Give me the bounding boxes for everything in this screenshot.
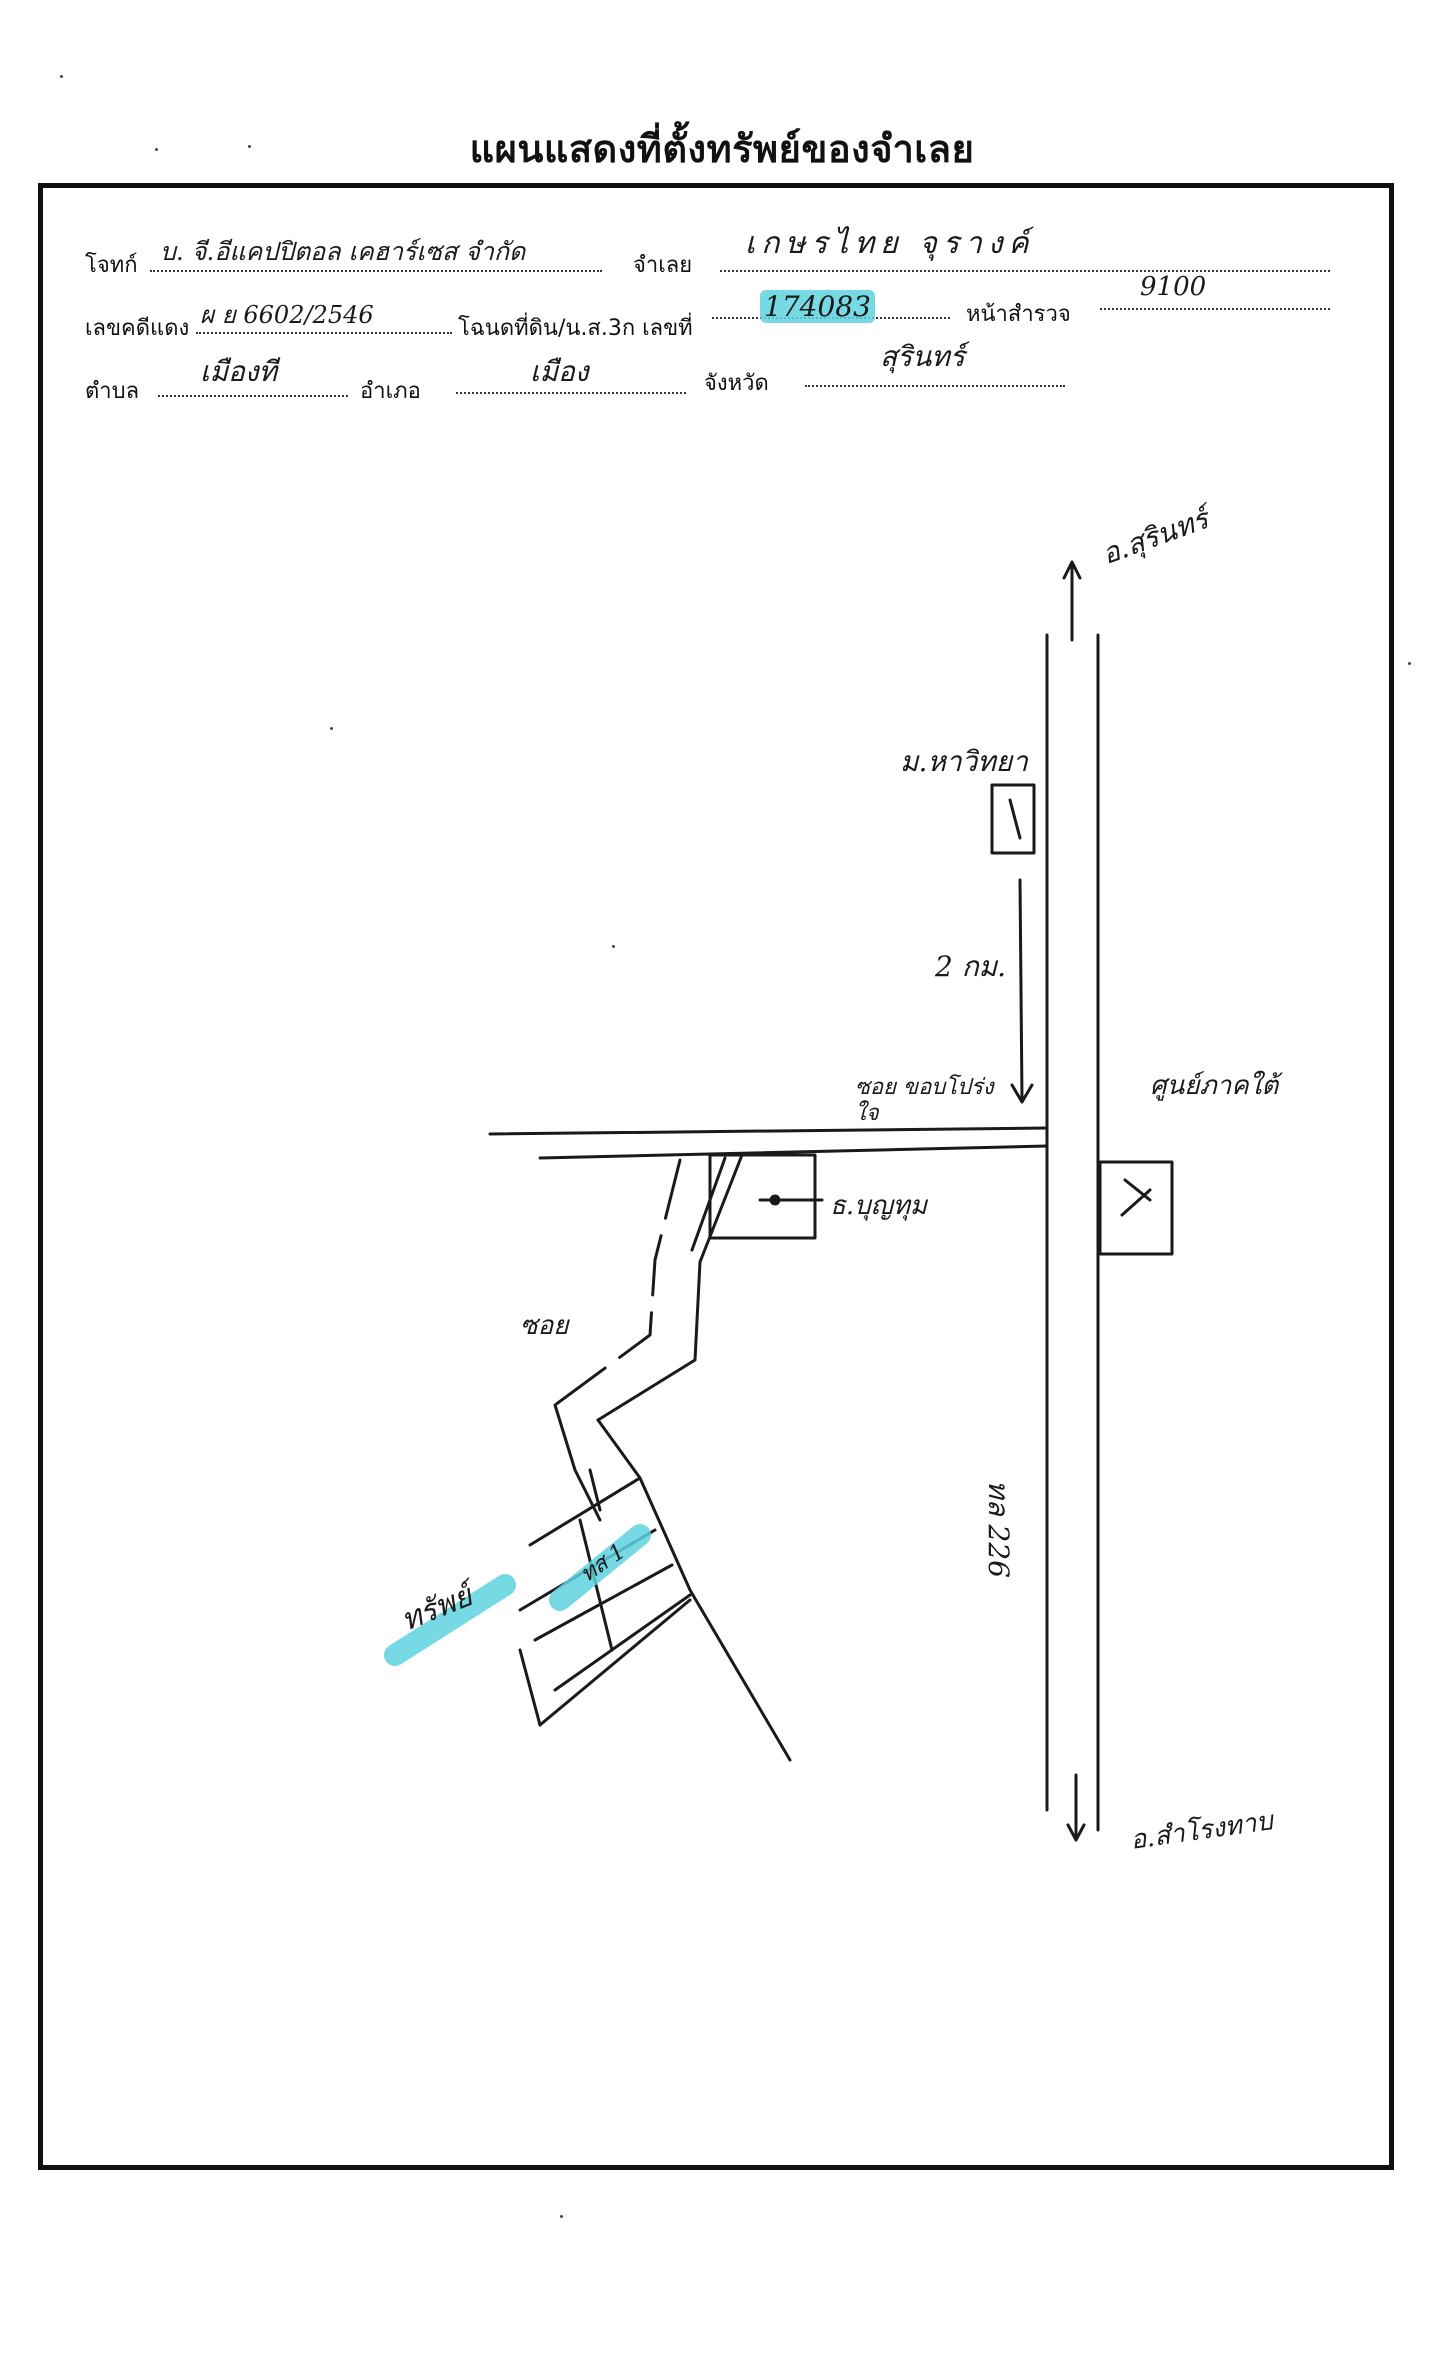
opposite-building-mark xyxy=(1120,1178,1152,1217)
case-no-value: ผ ย 6602/2546 xyxy=(200,301,374,329)
deed-value: 174083 xyxy=(760,290,875,323)
scan-speck xyxy=(248,145,251,148)
scan-speck xyxy=(330,727,333,730)
survey-label: หน้าสำรวจ xyxy=(966,302,1071,327)
opposite-label: ศูนย์ภาคใต้ xyxy=(1150,1071,1279,1101)
soi-right-line-a xyxy=(596,1153,744,1422)
plaintiff-value: บ. จี.อีแคปปิตอล เคฮาร์เซส จำกัด xyxy=(160,237,526,266)
asset-label-highlight xyxy=(384,1574,516,1666)
side-road-top-line xyxy=(488,1126,1049,1136)
survey-dots xyxy=(1100,308,1330,310)
province-dots xyxy=(805,385,1065,387)
page-title: แผนแสดงที่ตั้งทรัพย์ของจำเลย xyxy=(469,127,975,171)
plot-divider xyxy=(578,1518,614,1652)
district-dots xyxy=(456,392,686,394)
soi-label: ซอย xyxy=(520,1311,569,1341)
case-no-label: เลขคดีแดง xyxy=(85,316,190,341)
case-no-dots xyxy=(196,332,452,334)
road-number-label: ทล 226 xyxy=(982,1480,1015,1578)
defendant-label: จำเลย xyxy=(633,253,693,278)
scan-speck xyxy=(612,945,615,948)
alley-right-line xyxy=(596,1418,792,1762)
side-road-bottom-line xyxy=(538,1144,1049,1160)
plaintiff-label: โจทก์ xyxy=(85,253,138,278)
distance-arrow xyxy=(1010,1083,1034,1104)
scan-speck xyxy=(560,2215,563,2218)
distance-label: 2 กม. xyxy=(935,950,1007,983)
defendant-value: เกษรไทย จุรางค์ xyxy=(745,226,1035,261)
asset-arrow xyxy=(588,1468,602,1512)
district-value: เมือง xyxy=(530,355,589,388)
opposite-building xyxy=(1098,1160,1174,1256)
bank-label: ธ.บุญทุม xyxy=(830,1191,928,1221)
university-mark xyxy=(1008,798,1022,840)
subdistrict-value: เมืองที xyxy=(200,355,277,388)
soi-junction-label: ซอย ขอบโปร่งใจ xyxy=(855,1075,994,1126)
soi-inner-line xyxy=(690,1156,727,1252)
alley-left-line xyxy=(553,1403,602,1522)
plot-line-3 xyxy=(533,1563,674,1642)
plot-line-4 xyxy=(553,1593,692,1692)
deed-value-highlight: 174083 xyxy=(760,290,875,323)
defendant-dots xyxy=(720,270,1330,272)
document-frame xyxy=(38,183,1394,2170)
plaintiff-dots xyxy=(150,270,602,272)
plot-left-edge xyxy=(518,1648,542,1727)
scan-speck xyxy=(60,75,63,78)
soi-left-line-a xyxy=(553,1158,682,1407)
district-label: อำเภอ xyxy=(360,379,421,404)
subdistrict-dots xyxy=(158,395,348,397)
deed-label: โฉนดที่ดิน/น.ส.3ก เลขที่ xyxy=(458,316,693,341)
plot-line-5 xyxy=(538,1598,692,1727)
scan-speck xyxy=(1408,662,1411,665)
south-arrow-head xyxy=(1066,1823,1086,1842)
survey-value: 9100 xyxy=(1140,272,1207,302)
subdistrict-label: ตำบล xyxy=(85,379,140,404)
distance-line xyxy=(1018,878,1024,1102)
plot-line-1 xyxy=(528,1476,642,1547)
university-building xyxy=(990,783,1036,855)
university-label: ม.หาวิทยา xyxy=(900,745,1028,778)
province-label: จังหวัด xyxy=(704,371,769,396)
asset-plot-highlight xyxy=(549,1524,651,1611)
scan-speck xyxy=(155,148,158,151)
province-value: สุรินทร์ xyxy=(880,340,965,373)
north-arrow-head xyxy=(1062,560,1082,580)
